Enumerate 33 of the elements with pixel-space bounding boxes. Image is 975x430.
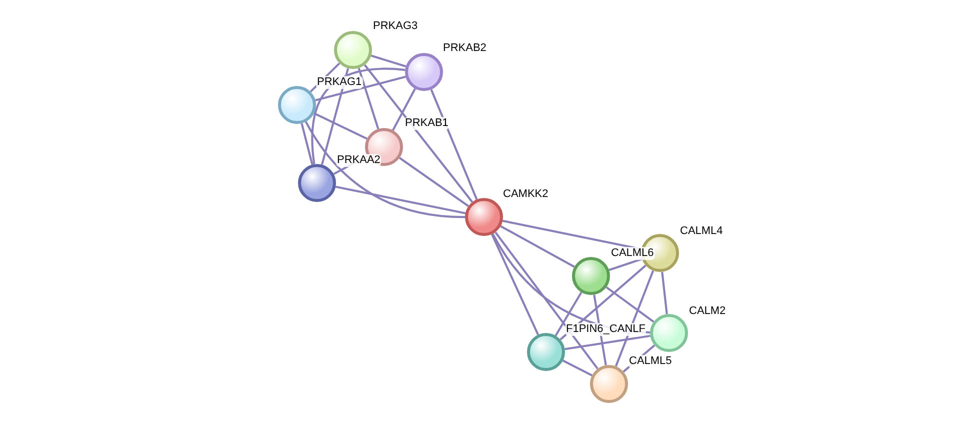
interaction-line bbox=[661, 272, 668, 314]
protein-label: CALML5 bbox=[628, 355, 673, 368]
interaction-line bbox=[494, 232, 598, 370]
protein-label: PRKAG1 bbox=[316, 76, 363, 89]
interaction-line bbox=[564, 334, 650, 350]
interaction-line bbox=[358, 68, 380, 130]
interaction-line bbox=[560, 264, 646, 340]
interaction-line bbox=[335, 186, 466, 214]
interaction-line bbox=[364, 64, 474, 203]
interaction-line bbox=[614, 270, 654, 367]
protein-node bbox=[572, 257, 610, 295]
protein-node bbox=[278, 86, 316, 124]
protein-node bbox=[298, 164, 336, 202]
interaction-line bbox=[311, 68, 406, 164]
interaction-line bbox=[370, 54, 406, 68]
interaction-line bbox=[606, 286, 654, 323]
protein-node bbox=[334, 31, 372, 69]
protein-label: PRKAB1 bbox=[404, 117, 450, 130]
protein-label: F1PIN6_CANLF bbox=[565, 323, 646, 336]
protein-node bbox=[527, 333, 565, 371]
protein-label: CALML6 bbox=[610, 247, 655, 260]
interaction-line bbox=[608, 258, 642, 271]
interaction-line bbox=[315, 76, 406, 102]
interaction-line bbox=[430, 89, 478, 200]
protein-node bbox=[405, 53, 443, 91]
protein-node bbox=[465, 198, 503, 236]
interaction-line bbox=[490, 234, 540, 336]
protein-node bbox=[590, 365, 628, 403]
protein-node bbox=[650, 314, 688, 352]
interaction-line bbox=[300, 123, 314, 165]
interaction-line bbox=[398, 157, 470, 207]
protein-label: PRKAA2 bbox=[336, 154, 382, 167]
interaction-line bbox=[320, 68, 350, 165]
